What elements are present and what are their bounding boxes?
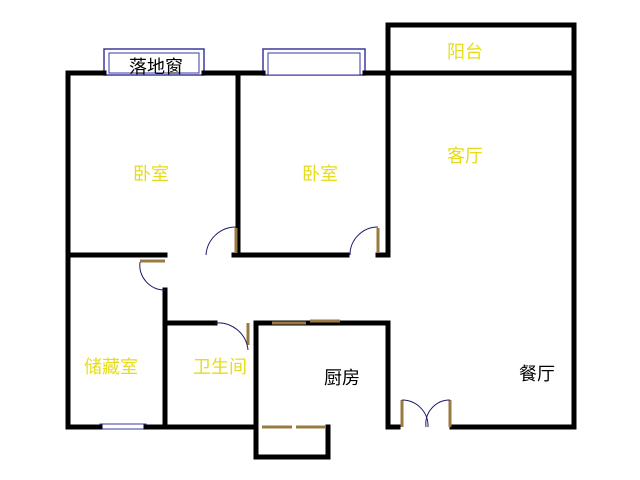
- floor-window-left: [103, 48, 205, 76]
- floor-window-label: 落地窗: [129, 57, 183, 78]
- door-swings: [139, 226, 451, 428]
- kitchen-label: 厨房: [324, 368, 360, 389]
- bedroom-right-label: 卧室: [302, 164, 338, 185]
- walls: [65, 22, 577, 460]
- storage-window: [99, 423, 147, 430]
- floor-window-right: [262, 48, 366, 76]
- bedroom-left-label: 卧室: [133, 164, 169, 185]
- balcony-label: 阳台: [447, 42, 483, 63]
- living-room-label: 客厅: [447, 146, 483, 167]
- door-jambs: [140, 228, 452, 429]
- bathroom-label: 卫生间: [193, 357, 247, 378]
- storage-room-label: 储藏室: [84, 357, 138, 378]
- dining-room-label: 餐厅: [519, 364, 555, 385]
